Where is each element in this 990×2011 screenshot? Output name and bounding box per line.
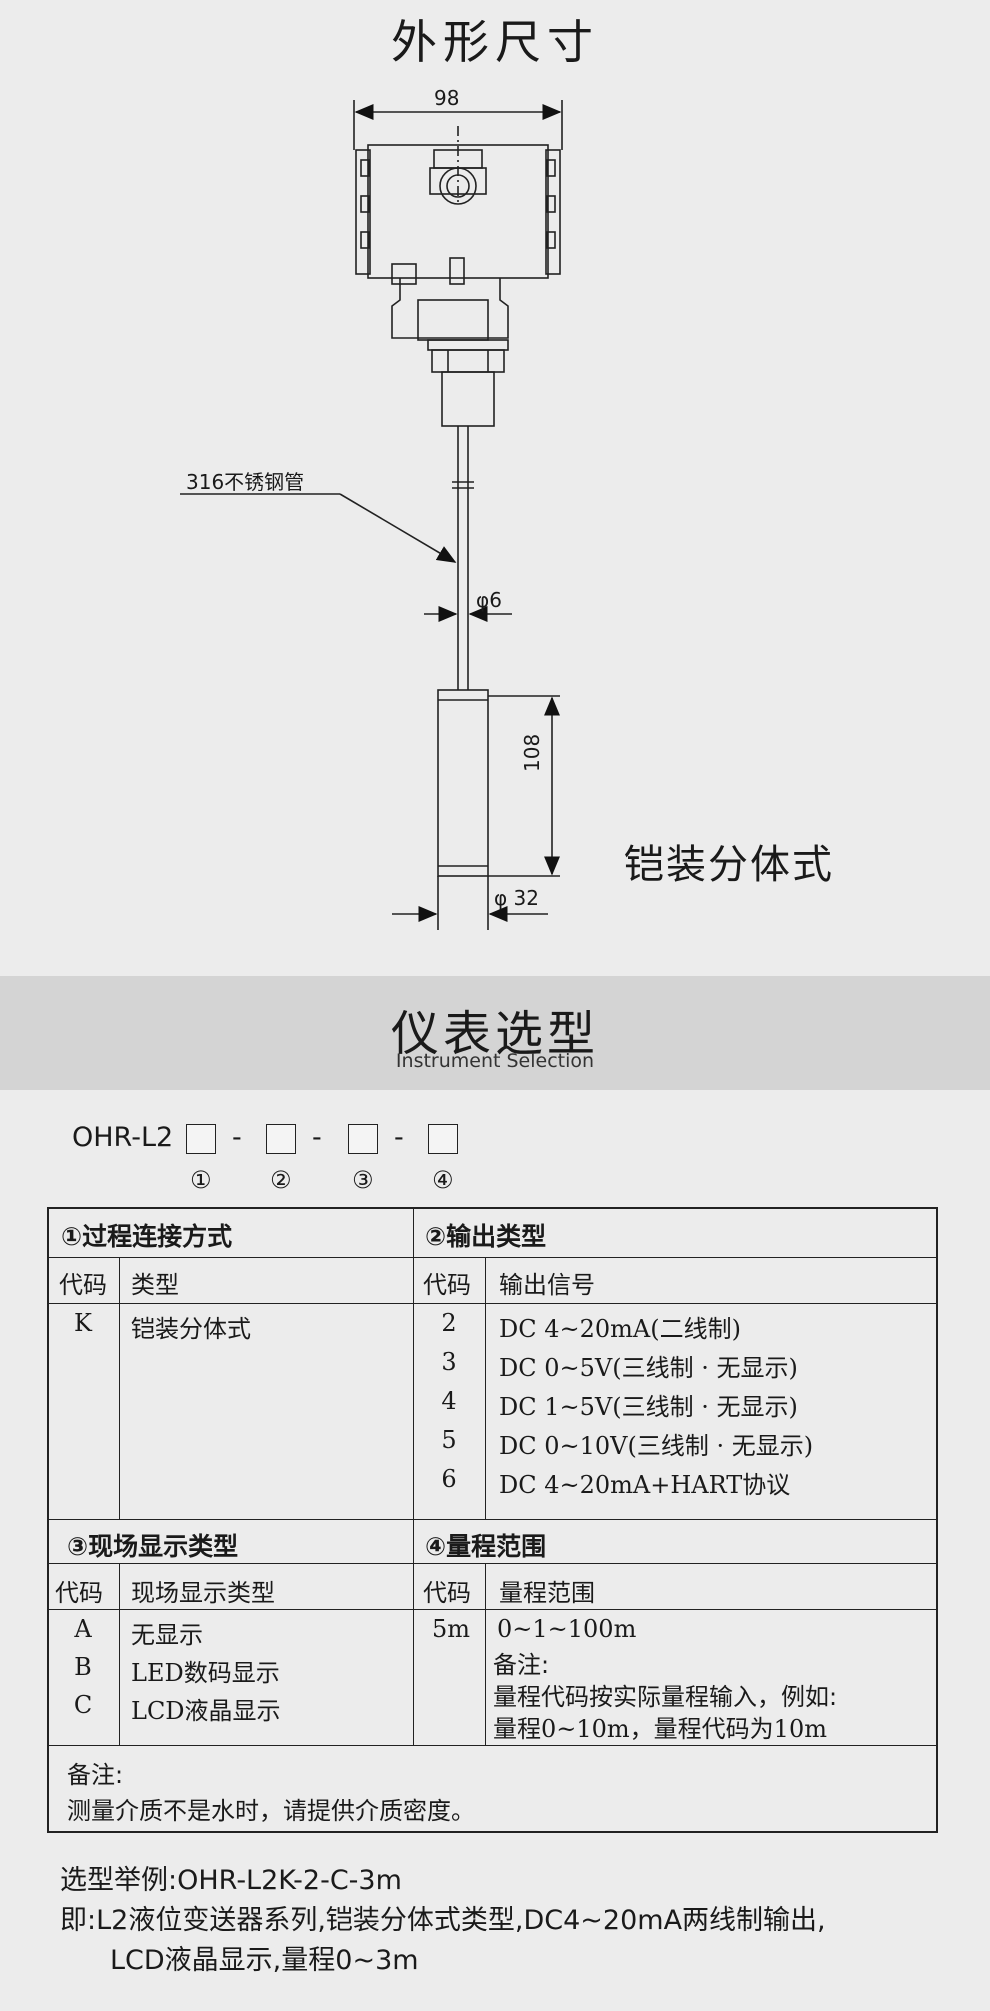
code-box-2 — [266, 1124, 296, 1154]
section4-header: ④量程范围 — [425, 1532, 547, 1561]
section4-col-name: 量程范围 — [499, 1579, 595, 1607]
tube-diameter-label: φ6 — [476, 588, 502, 612]
section2-row-code: 4 — [441, 1387, 457, 1415]
code-box-4 — [428, 1124, 458, 1154]
section2-col-code: 代码 — [423, 1271, 471, 1299]
section3-col-name: 现场显示类型 — [131, 1579, 275, 1607]
section2-row-code: 6 — [441, 1465, 457, 1493]
note-title: 备注: — [67, 1761, 124, 1789]
section1-row-text: 铠装分体式 — [131, 1315, 251, 1343]
dimension-title: 外形尺寸 — [391, 15, 599, 69]
section4-line: 量程0~10m，量程代码为10m — [493, 1715, 827, 1743]
section1-row-code: K — [74, 1309, 92, 1337]
code-dash: - — [312, 1122, 322, 1153]
section4-col-code: 代码 — [423, 1579, 471, 1607]
section3-row-text: LED数码显示 — [131, 1659, 280, 1687]
section2-row-text: DC 4~20mA(二线制) — [499, 1315, 741, 1343]
section2-col-name: 输出信号 — [499, 1271, 595, 1299]
section3-row-code: B — [74, 1653, 92, 1681]
section1-header: ①过程连接方式 — [61, 1222, 233, 1251]
section3-row-code: A — [74, 1615, 92, 1643]
example-line-1: 选型举例:OHR-L2K-2-C-3m — [60, 1865, 402, 1896]
section1-col-code: 代码 — [59, 1271, 107, 1299]
marker-3: ③ — [352, 1166, 374, 1194]
model-prefix: OHR-L2 — [72, 1122, 174, 1153]
section3-col-code: 代码 — [55, 1579, 103, 1607]
section3-row-code: C — [73, 1691, 93, 1719]
section4-line: 0~1~100m — [497, 1615, 637, 1643]
section3-row-text: LCD液晶显示 — [131, 1697, 281, 1725]
marker-2: ② — [270, 1166, 292, 1194]
code-dash: - — [394, 1122, 404, 1153]
section1-col-name: 类型 — [131, 1271, 179, 1299]
dimension-drawing — [180, 100, 563, 930]
example-line-3: LCD液晶显示,量程0~3m — [110, 1945, 419, 1976]
width-dimension-label: 98 — [434, 86, 460, 110]
section-band — [0, 976, 990, 1090]
section4-row-code: 5m — [431, 1615, 471, 1643]
example-line-2: 即:L2液位变送器系列,铠装分体式类型,DC4~20mA两线制输出, — [60, 1905, 826, 1936]
selection-table: ①过程连接方式 代码 类型 K 铠装分体式 ②输出类型 代码 输出信号 2 DC… — [47, 1207, 938, 1833]
section2-header: ②输出类型 — [425, 1222, 547, 1251]
section2-row-text: DC 4~20mA+HART协议 — [499, 1471, 791, 1499]
section3-row-text: 无显示 — [131, 1621, 203, 1649]
section2-row-code: 5 — [441, 1426, 457, 1454]
marker-4: ④ — [432, 1166, 454, 1194]
selection-subtitle: Instrument Selection — [395, 1050, 595, 1072]
section4-line: 备注: — [493, 1651, 550, 1679]
section2-row-code: 2 — [441, 1309, 457, 1337]
selection-title: 仪表选型 — [390, 1006, 599, 1062]
code-box-3 — [348, 1124, 378, 1154]
code-dash: - — [232, 1122, 242, 1153]
note-text: 测量介质不是水时，请提供介质密度。 — [67, 1797, 475, 1825]
tube-material-label: 316不锈钢管 — [186, 470, 305, 494]
marker-1: ① — [190, 1166, 212, 1194]
probe-length-label: 108 — [520, 733, 544, 772]
section2-row-text: DC 0~5V(三线制 · 无显示) — [499, 1354, 798, 1382]
probe-diameter-label: φ 32 — [494, 886, 539, 910]
section3-header: ③现场显示类型 — [67, 1532, 239, 1561]
section4-line: 量程代码按实际量程输入，例如: — [493, 1683, 838, 1711]
section2-row-code: 3 — [441, 1348, 457, 1376]
section2-row-text: DC 0~10V(三线制 · 无显示) — [499, 1432, 814, 1460]
type-label: 铠装分体式 — [624, 842, 834, 888]
code-box-1 — [186, 1124, 216, 1154]
section2-row-text: DC 1~5V(三线制 · 无显示) — [499, 1393, 798, 1421]
